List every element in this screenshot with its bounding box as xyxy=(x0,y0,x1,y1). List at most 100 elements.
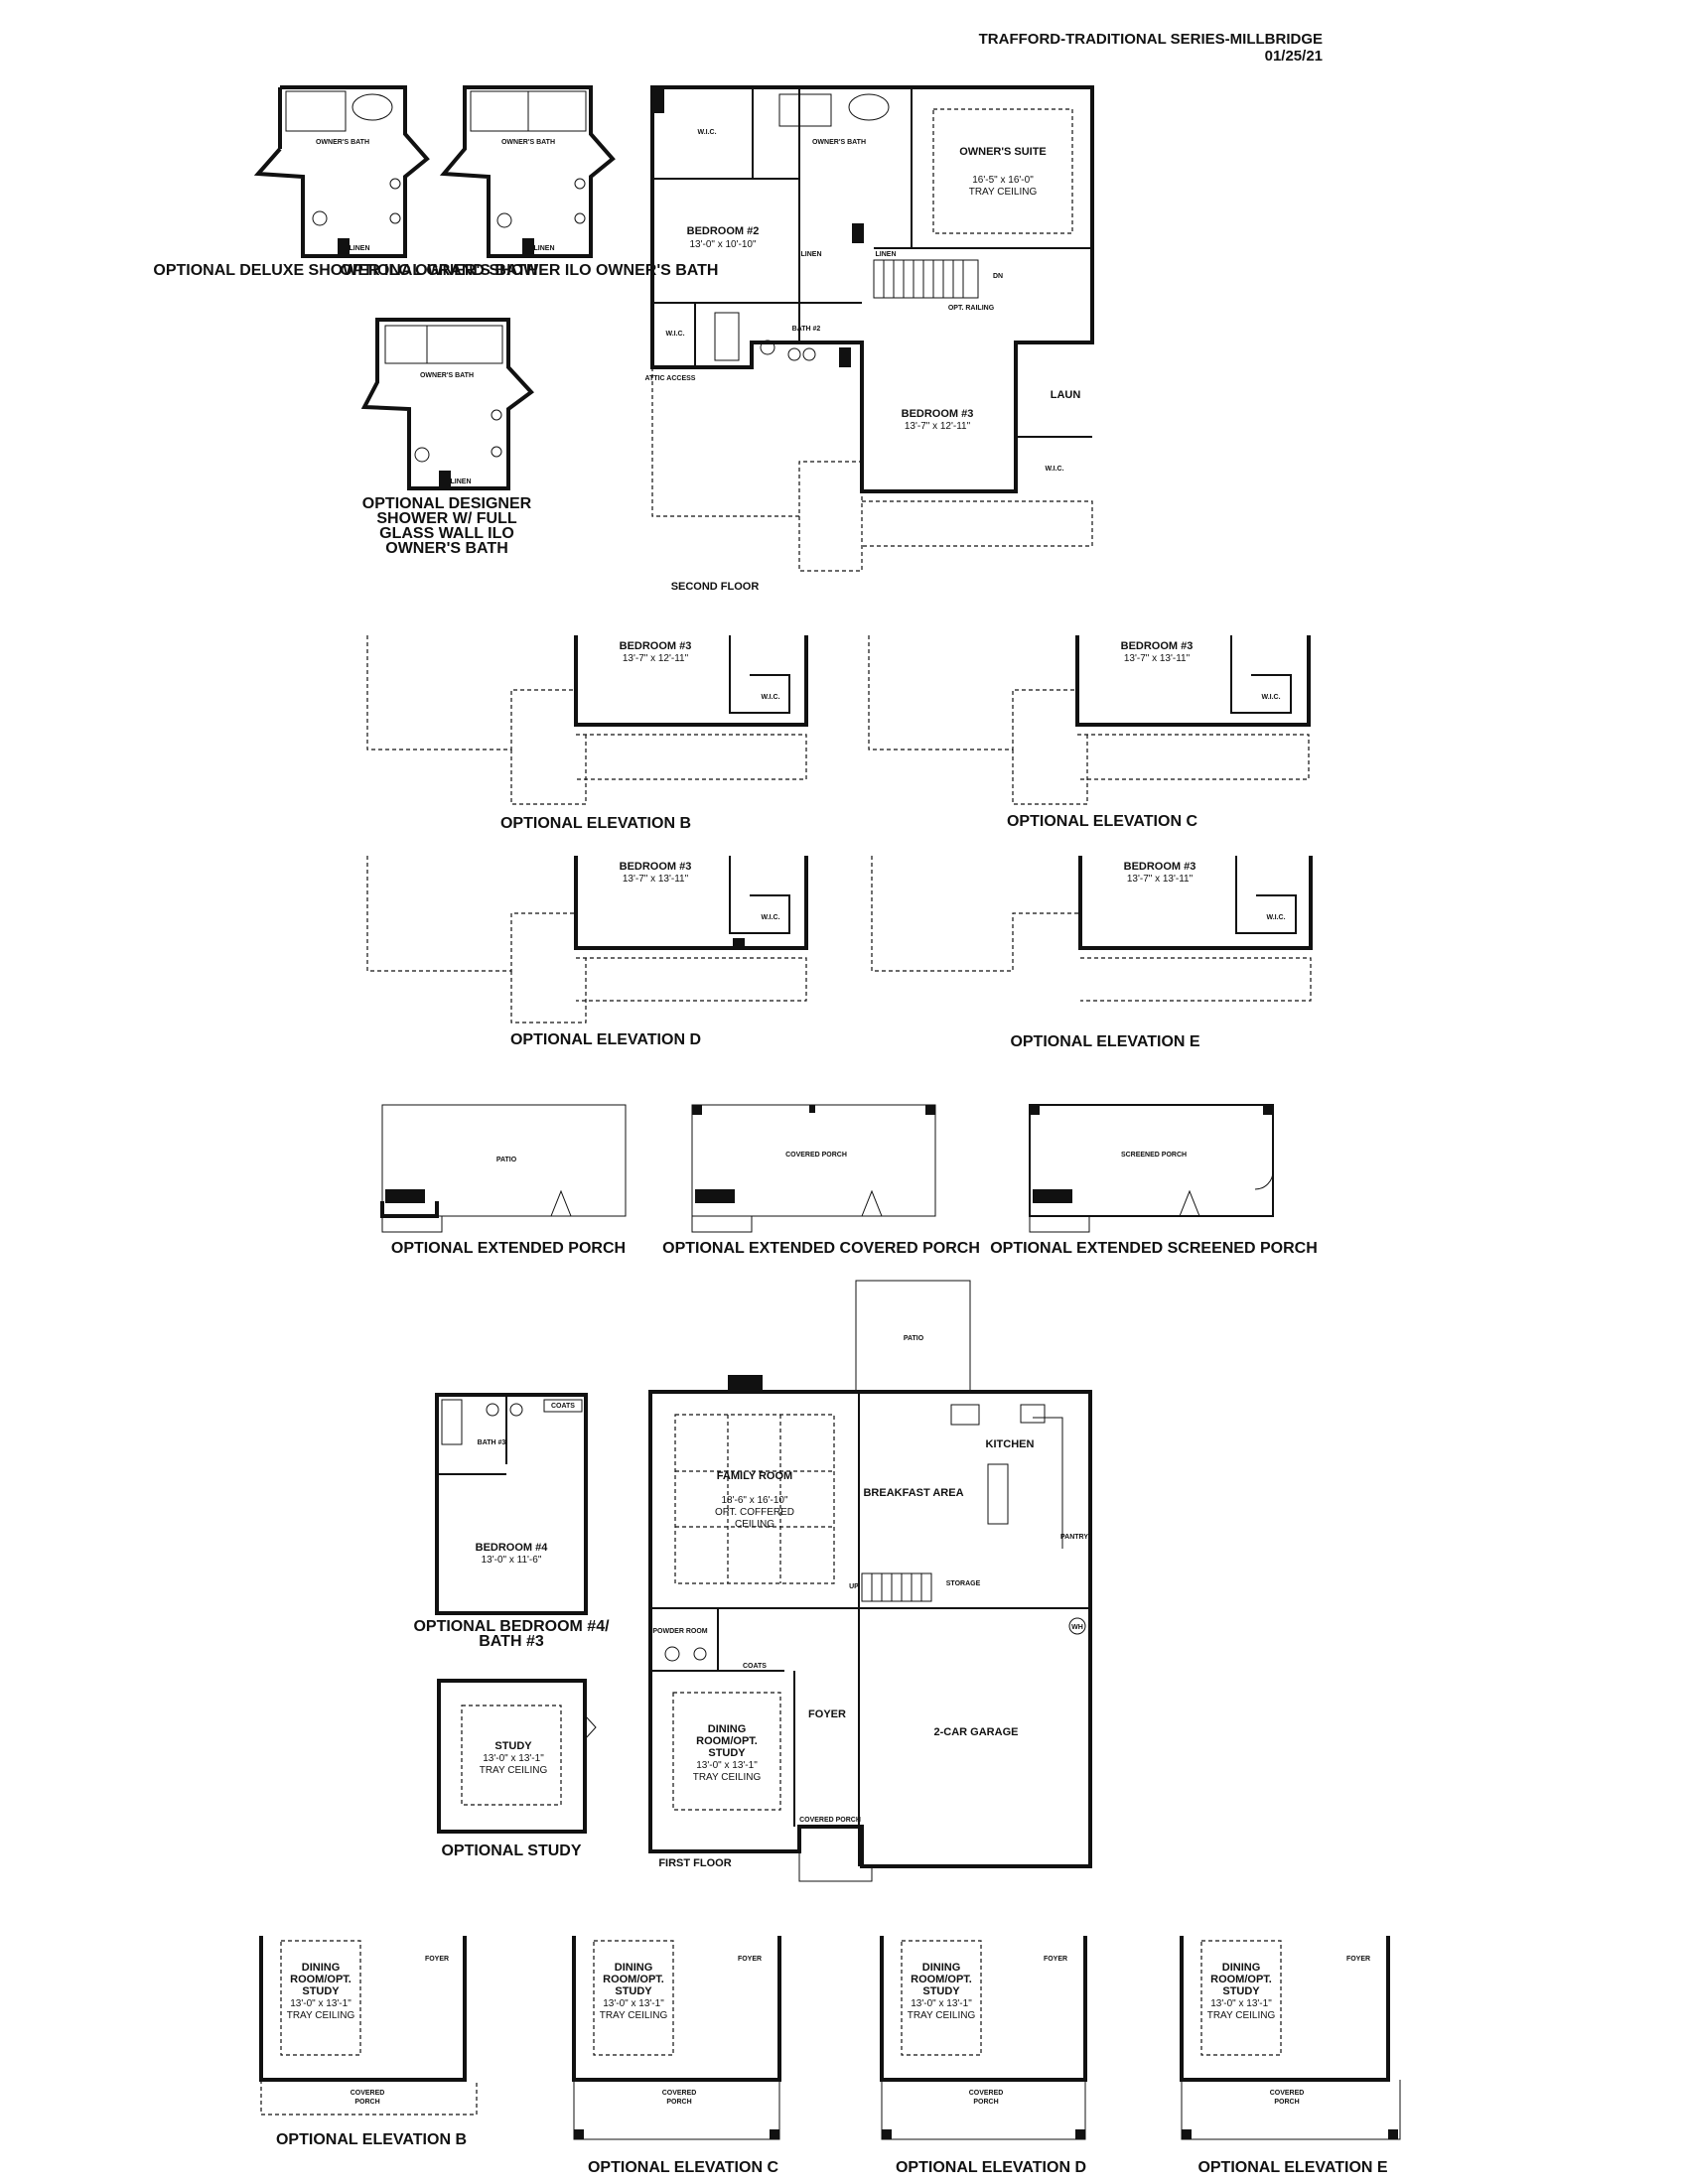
lower-e-note: TRAY CEILING xyxy=(1207,2010,1276,2021)
elev-b-dims: 13'-7" x 12'-11" xyxy=(623,653,689,664)
family-room-name: FAMILY ROOM xyxy=(717,1470,792,1482)
elev-c-wic: W.I.C. xyxy=(1261,694,1280,701)
elev-b-room: BEDROOM #3 xyxy=(620,640,692,652)
bedroom2-dims: 13'-0" x 10'-10" xyxy=(689,239,757,250)
grand-linen: LINEN xyxy=(534,245,555,252)
lower-d-dining-2: ROOM/OPT. xyxy=(911,1974,972,1985)
lower-elevation-e: DINING ROOM/OPT. STUDY 13'-0" x 13'-1" T… xyxy=(1180,1936,1401,2140)
upper-elevation-c: BEDROOM #3 13'-7" x 13'-11" W.I.C. xyxy=(868,635,1311,805)
garage-name: 2-CAR GARAGE xyxy=(934,1726,1019,1738)
elev-e-dims: 13'-7" x 13'-11" xyxy=(1127,874,1194,885)
lower-elevation-c: DINING ROOM/OPT. STUDY 13'-0" x 13'-1" T… xyxy=(572,1936,781,2140)
dining-dims: 13'-0" x 13'-1" xyxy=(696,1760,758,1771)
caption-upper-elev-b: OPTIONAL ELEVATION B xyxy=(500,815,691,832)
lower-b-porch-1: COVERED xyxy=(351,2090,385,2097)
caption-upper-elev-e: OPTIONAL ELEVATION E xyxy=(1010,1033,1199,1050)
elev-c-room: BEDROOM #3 xyxy=(1121,640,1194,652)
upper-elevation-d: BEDROOM #3 13'-7" x 13'-11" W.I.C. xyxy=(366,856,808,1024)
lower-e-porch-1: COVERED xyxy=(1270,2090,1305,2097)
bath-option-deluxe: OWNER'S BATH LINEN xyxy=(253,85,430,258)
covered-porch-label: COVERED PORCH xyxy=(799,1817,861,1824)
caption-lower-elev-d: OPTIONAL ELEVATION D xyxy=(896,2159,1086,2176)
lower-b-note: TRAY CEILING xyxy=(287,2010,355,2021)
lower-c-porch-2: PORCH xyxy=(666,2099,691,2106)
porch-option-screened: SCREENED PORCH xyxy=(1029,1104,1274,1233)
coats-label-1f: COATS xyxy=(743,1663,767,1670)
elev-d-dims: 13'-7" x 13'-11" xyxy=(623,874,689,885)
upper-elevation-e: BEDROOM #3 13'-7" x 13'-11" W.I.C. xyxy=(871,856,1313,1002)
lower-d-porch-1: COVERED xyxy=(969,2090,1004,2097)
lower-c-note: TRAY CEILING xyxy=(600,2010,668,2021)
dining-name-3: STUDY xyxy=(708,1747,746,1759)
caption-lower-elev-c: OPTIONAL ELEVATION C xyxy=(588,2159,778,2176)
dining-note: TRAY CEILING xyxy=(693,1772,762,1783)
lower-b-dining-3: STUDY xyxy=(302,1985,340,1997)
linen-label-2f-2: LINEN xyxy=(876,251,897,258)
lower-d-dining-3: STUDY xyxy=(922,1985,960,1997)
stairs-second xyxy=(873,259,979,299)
storage-label: STORAGE xyxy=(946,1580,981,1587)
caption-lower-elev-b: OPTIONAL ELEVATION B xyxy=(276,2131,467,2148)
lower-c-porch-1: COVERED xyxy=(662,2090,697,2097)
second-floor-plan xyxy=(650,85,1094,572)
sheet-title: TRAFFORD-TRADITIONAL SERIES-MILLBRIDGE xyxy=(979,31,1323,48)
water-heater-label: WH xyxy=(1071,1624,1083,1631)
bedroom2-name: BEDROOM #2 xyxy=(687,225,760,237)
elev-b-wic: W.I.C. xyxy=(761,694,779,701)
kitchen-name: KITCHEN xyxy=(986,1438,1035,1450)
lower-elevation-b: DINING ROOM/OPT. STUDY 13'-0" x 13'-1" T… xyxy=(259,1936,478,2116)
opt-railing-label: OPT. RAILING xyxy=(948,305,995,312)
breakfast-name: BREAKFAST AREA xyxy=(863,1487,963,1499)
owners-suite-note: TRAY CEILING xyxy=(969,187,1038,198)
bedroom4-option xyxy=(435,1393,588,1615)
caption-designer-4: OWNER'S BATH xyxy=(385,540,508,557)
lower-d-dims: 13'-0" x 13'-1" xyxy=(911,1998,972,2009)
lower-c-dining-1: DINING xyxy=(615,1962,653,1974)
lower-b-dining-2: ROOM/OPT. xyxy=(290,1974,352,1985)
study-note: TRAY CEILING xyxy=(480,1765,548,1776)
foyer-label: FOYER xyxy=(808,1708,846,1720)
bedroom3-name: BEDROOM #3 xyxy=(902,408,974,420)
wic-1: W.I.C. xyxy=(697,129,716,136)
caption-upper-elev-d: OPTIONAL ELEVATION D xyxy=(510,1031,701,1048)
elev-d-wic: W.I.C. xyxy=(761,914,779,921)
first-patio-label: PATIO xyxy=(904,1335,924,1342)
caption-designer-1: OPTIONAL DESIGNER xyxy=(362,495,532,512)
lower-c-dining-3: STUDY xyxy=(615,1985,652,1997)
bedroom3-dims: 13'-7" x 12'-11" xyxy=(905,421,971,432)
lower-d-foyer: FOYER xyxy=(1044,1956,1067,1963)
laundry-name: LAUN xyxy=(1051,389,1081,401)
grand-bath-label: OWNER'S BATH xyxy=(501,139,555,146)
lower-d-dining-1: DINING xyxy=(922,1962,961,1974)
stairs-up-label: UP xyxy=(849,1583,859,1590)
designer-linen: LINEN xyxy=(451,478,472,485)
lower-e-dining-3: STUDY xyxy=(1222,1985,1260,1997)
family-room-note-2: CEILING xyxy=(735,1519,774,1530)
caption-porch-cov: OPTIONAL EXTENDED COVERED PORCH xyxy=(662,1240,980,1257)
pantry-label: PANTRY xyxy=(1060,1534,1088,1541)
caption-bedroom4-1: OPTIONAL BEDROOM #4/ xyxy=(413,1618,610,1635)
lower-e-dining-2: ROOM/OPT. xyxy=(1210,1974,1272,1985)
caption-first-floor: FIRST FLOOR xyxy=(658,1857,731,1869)
family-room-note-1: OPT. COFFERED xyxy=(715,1507,794,1518)
linen-label-2f-1: LINEN xyxy=(801,251,822,258)
caption-designer-2: SHOWER W/ FULL xyxy=(376,510,517,527)
owners-suite-dims: 16'-5" x 16'-0" xyxy=(972,175,1034,186)
caption-bedroom4-2: BATH #3 xyxy=(479,1633,544,1650)
bedroom4-dims: 13'-0" x 11'-6" xyxy=(482,1555,542,1566)
elev-c-dims: 13'-7" x 13'-11" xyxy=(1124,653,1191,664)
study-dims: 13'-0" x 13'-1" xyxy=(483,1753,544,1764)
sheet-date: 01/25/21 xyxy=(1265,48,1323,65)
porch-option-covered: COVERED PORCH xyxy=(691,1104,936,1233)
bath2-name: BATH #2 xyxy=(792,326,821,333)
lower-b-dims: 13'-0" x 13'-1" xyxy=(290,1998,352,2009)
lower-c-dining-2: ROOM/OPT. xyxy=(603,1974,664,1985)
caption-lower-elev-e: OPTIONAL ELEVATION E xyxy=(1197,2159,1387,2176)
lower-e-foyer: FOYER xyxy=(1346,1956,1370,1963)
wic-2: W.I.C. xyxy=(665,331,684,338)
lower-d-porch-2: PORCH xyxy=(973,2099,998,2106)
bath-option-designer: OWNER'S BATH LINEN xyxy=(360,318,534,490)
caption-designer-3: GLASS WALL ILO xyxy=(379,525,514,542)
bath-option-grand: OWNER'S BATH LINEN xyxy=(439,85,616,258)
